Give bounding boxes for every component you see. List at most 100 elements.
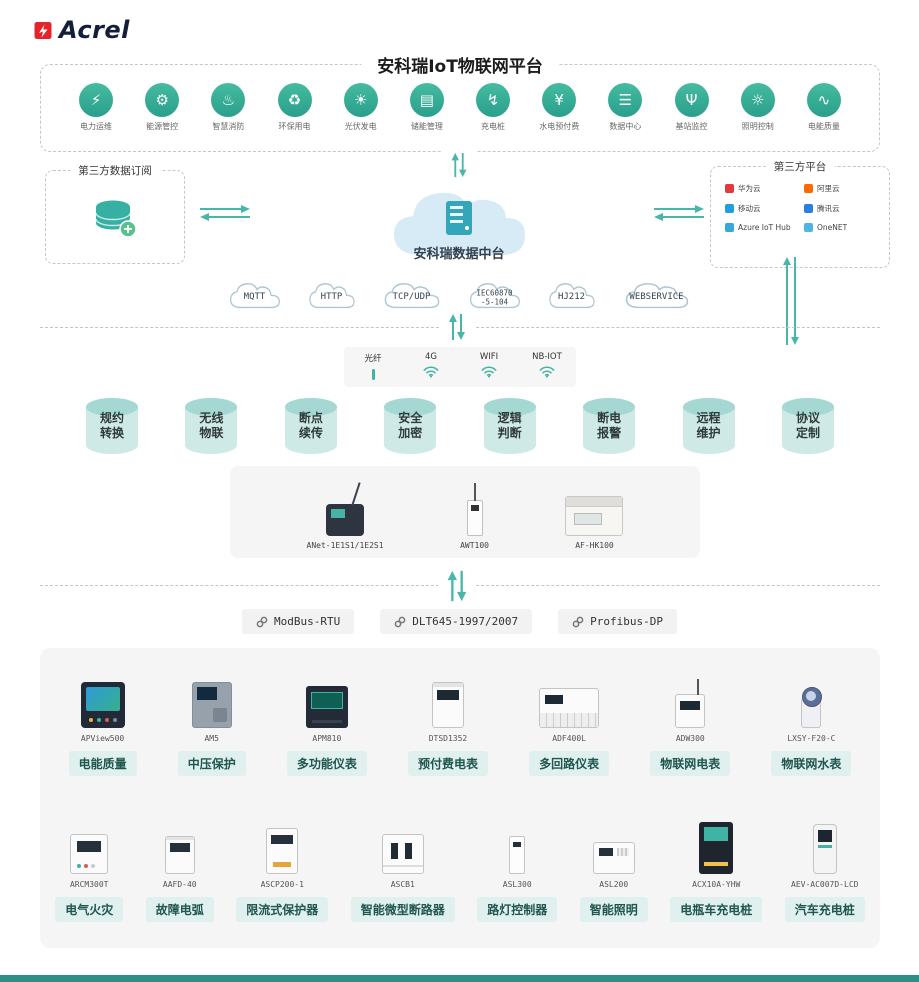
cloud-shape bbox=[394, 192, 525, 255]
app-label: 水电预付费 bbox=[539, 122, 580, 131]
product-category-label: 智能照明 bbox=[579, 897, 648, 922]
app-energy-storage: ▤ 储能管理 bbox=[398, 83, 456, 132]
product-adw300: ADW300 物联网电表 bbox=[650, 670, 731, 776]
product-image bbox=[266, 828, 299, 874]
product-model: ARCM300T bbox=[69, 880, 109, 889]
app-lighting-control: ☼ 照明控制 bbox=[729, 83, 787, 132]
app-energy-control: ⚙ 能源管控 bbox=[133, 83, 191, 132]
updown-arrow-third-party bbox=[780, 255, 802, 351]
protocol-cloud-tcp-udp: TCP/UDP bbox=[377, 276, 447, 316]
platform-title: 安科瑞IoT物联网平台 bbox=[361, 52, 559, 77]
huawei-cloud-icon bbox=[725, 184, 734, 193]
third-party-platform-box: 第三方平台 华为云 阿里云 移动云 腾讯云 Azure IoT Hub bbox=[710, 159, 890, 268]
product-model: ASCB1 bbox=[390, 880, 415, 889]
energy-storage-icon: ▤ bbox=[409, 83, 444, 117]
azure-iot-hub-icon bbox=[725, 223, 734, 232]
gateway-image-afhk100 bbox=[565, 496, 624, 536]
data-middle-platform-cloud: 安科瑞数据中台 bbox=[382, 175, 536, 271]
gateway-image-anet bbox=[326, 504, 365, 536]
product-category-label: 电瓶车充电桩 bbox=[670, 897, 763, 922]
product-arcm300t: ARCM300T 电气火灾 bbox=[55, 816, 124, 922]
provider-huawei-cloud: 华为云 bbox=[725, 183, 800, 194]
exchange-arrow-left bbox=[198, 203, 252, 227]
product-category-label: 电气火灾 bbox=[55, 897, 124, 922]
product-am5: AM5 中压保护 bbox=[177, 670, 246, 776]
gateway-anet: ANet-1E1S1/1E2S1 bbox=[307, 482, 384, 550]
provider-name: OneNET bbox=[817, 223, 848, 232]
third-party-subscription-box: 第三方数据订阅 bbox=[45, 163, 185, 264]
subscription-box-title: 第三方数据订阅 bbox=[70, 163, 160, 178]
feature-custom-protocol: 协议定制 bbox=[781, 397, 835, 455]
product-category-label: 多回路仪表 bbox=[529, 751, 610, 776]
protocol-tag-dlt645: DLT645-1997/2007 bbox=[380, 609, 533, 634]
product-model: APView500 bbox=[80, 734, 125, 743]
product-image bbox=[381, 834, 424, 874]
app-label: 数据中心 bbox=[609, 122, 642, 131]
products-row-2: ARCM300T 电气火灾 AAFD-40 故障电弧 ASCP200-1 限流式… bbox=[40, 816, 880, 922]
onenet-icon bbox=[804, 223, 813, 232]
product-aafd-40: AAFD-40 故障电弧 bbox=[145, 816, 214, 922]
app-label: 照明控制 bbox=[741, 122, 774, 131]
provider-onenet: OneNET bbox=[804, 223, 879, 232]
app-power-quality: ∿ 电能质量 bbox=[795, 83, 853, 132]
tencent-cloud-icon bbox=[804, 204, 813, 213]
acrel-logo-icon bbox=[34, 22, 52, 39]
nbiot-signal-icon bbox=[539, 366, 555, 378]
conn-fiber: 光纤 bbox=[344, 347, 402, 387]
product-image bbox=[699, 822, 734, 874]
gateway-devices-box: ANet-1E1S1/1E2S1 AWT100 AF-HK100 bbox=[230, 466, 700, 558]
product-category-label: 智能微型断路器 bbox=[350, 897, 455, 922]
product-model: ASL200 bbox=[599, 880, 629, 889]
product-image bbox=[812, 824, 837, 874]
product-ascb1: ASCB1 智能微型断路器 bbox=[350, 816, 455, 922]
feature-resume-transfer: 断点续传 bbox=[284, 397, 338, 455]
provider-tencent-cloud: 腾讯云 bbox=[804, 203, 879, 214]
third-party-box-title: 第三方平台 bbox=[765, 159, 835, 174]
conn-nbiot: NB-IOT bbox=[518, 347, 576, 387]
prepaid-utility-icon: ¥ bbox=[542, 83, 577, 117]
product-category-label: 多功能仪表 bbox=[286, 751, 367, 776]
product-acx10a: ACX10A-YHW 电瓶车充电桩 bbox=[670, 816, 763, 922]
gateway-model: AF-HK100 bbox=[575, 541, 614, 550]
protocol-tag-modbus-rtu: ModBus-RTU bbox=[241, 609, 355, 634]
gateway-features-row: 规约转换 无线物联 断点续传 安全加密 逻辑判断 断电报警 远程维护 协议定制 bbox=[85, 397, 835, 455]
provider-mobile-cloud: 移动云 bbox=[725, 203, 800, 214]
conn-wifi: WIFI bbox=[460, 347, 518, 387]
provider-aliyun: 阿里云 bbox=[804, 183, 879, 194]
app-power-ops: ⚡ 电力运维 bbox=[67, 83, 125, 132]
product-adf400l: ADF400L 多回路仪表 bbox=[529, 670, 610, 776]
product-apview500: APView500 电能质量 bbox=[68, 670, 137, 776]
energy-control-icon: ⚙ bbox=[145, 83, 180, 117]
feature-logic-judgement: 逻辑判断 bbox=[483, 397, 537, 455]
product-model: DTSD1352 bbox=[428, 734, 468, 743]
product-image bbox=[509, 836, 526, 874]
product-model: ASCP200-1 bbox=[260, 880, 304, 889]
app-charging-pile: ↯ 充电桩 bbox=[464, 83, 522, 132]
app-prepaid-utility: ¥ 水电预付费 bbox=[530, 83, 588, 132]
product-ascp200-1: ASCP200-1 限流式保护器 bbox=[236, 816, 329, 922]
app-solar: ☀ 光伏发电 bbox=[332, 83, 390, 132]
fiber-icon bbox=[371, 369, 375, 380]
product-category-label: 物联网电表 bbox=[650, 751, 731, 776]
updown-arrow-divider-upper bbox=[440, 310, 474, 348]
product-image bbox=[431, 682, 464, 728]
feature-remote-maintenance: 远程维护 bbox=[682, 397, 736, 455]
data-middle-platform-label: 安科瑞数据中台 bbox=[413, 247, 505, 262]
gateway-awt100: AWT100 bbox=[460, 482, 489, 550]
charging-pile-icon: ↯ bbox=[476, 83, 511, 117]
platform-apps-row: ⚡ 电力运维 ⚙ 能源管控 ♨ 智慧消防 ♻ 环保用电 ☀ 光伏发电 ▤ 储能管… bbox=[41, 65, 879, 132]
iot-platform-box: 安科瑞IoT物联网平台 ⚡ 电力运维 ⚙ 能源管控 ♨ 智慧消防 ♻ 环保用电 … bbox=[40, 52, 880, 152]
footer-accent-bar bbox=[0, 975, 919, 982]
app-label: 电能质量 bbox=[807, 122, 840, 131]
product-model: ADW300 bbox=[675, 734, 705, 743]
conn-4g: 4G bbox=[402, 347, 460, 387]
data-center-icon: ☰ bbox=[608, 83, 643, 117]
product-category-label: 预付费电表 bbox=[407, 751, 488, 776]
product-aev-ac007d: AEV-AC007D-LCD 汽车充电桩 bbox=[784, 816, 865, 922]
protocol-cloud-hj212: HJ212 bbox=[543, 276, 601, 316]
product-model: APM810 bbox=[312, 734, 342, 743]
acrel-logo: Acrel bbox=[34, 16, 130, 44]
product-model: ASL300 bbox=[502, 880, 532, 889]
gateway-image-awt100 bbox=[466, 483, 483, 536]
app-label: 光伏发电 bbox=[344, 122, 377, 131]
